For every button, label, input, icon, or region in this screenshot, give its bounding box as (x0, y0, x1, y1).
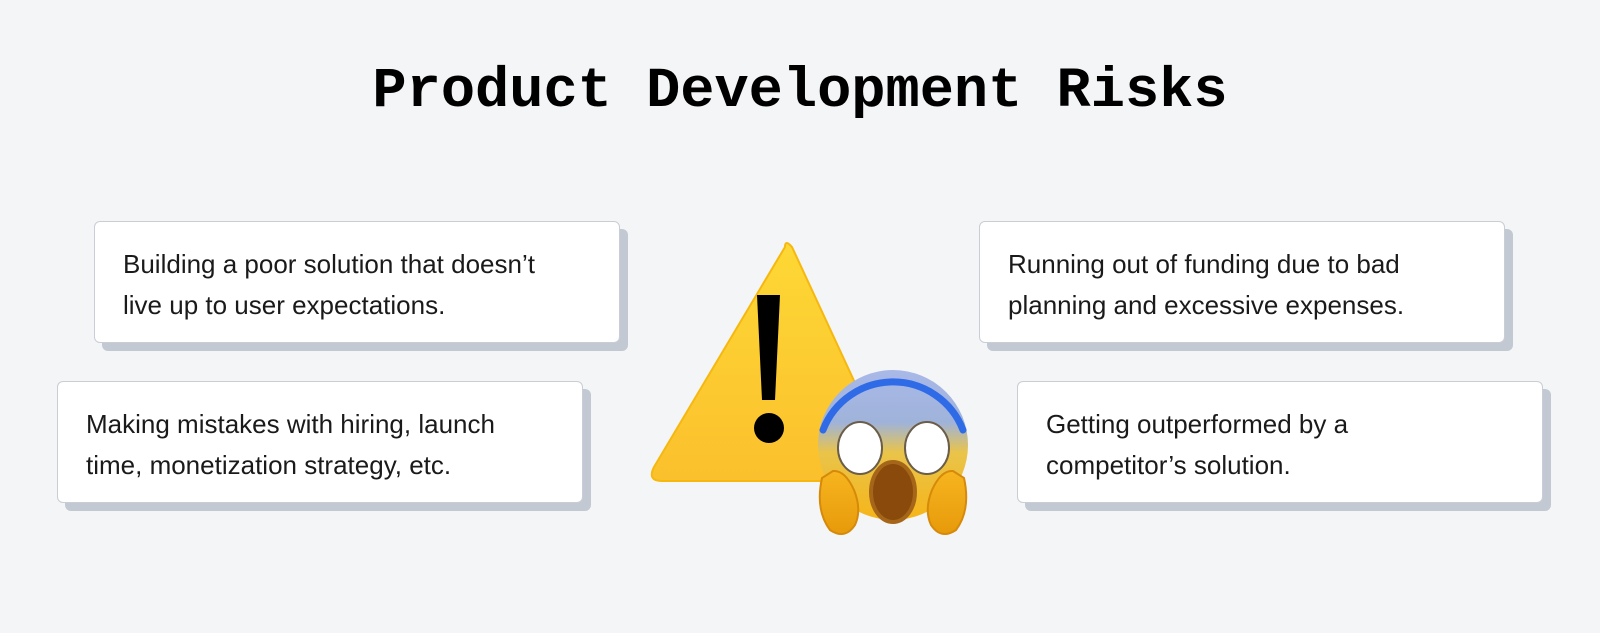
risk-text-line: planning and excessive expenses. (1008, 290, 1405, 320)
risk-card-competitor: Getting outperformed by a competitor’s s… (1017, 381, 1543, 503)
risk-card-mistakes: Making mistakes with hiring, launch time… (57, 381, 583, 503)
risk-text-line: competitor’s solution. (1046, 450, 1291, 480)
risk-text-line: Getting outperformed by a (1046, 409, 1349, 439)
warning-illustration (640, 235, 980, 545)
risk-text-line: live up to user expectations. (123, 290, 446, 320)
screaming-face-emoji-icon (818, 370, 968, 535)
risk-text-line: time, monetization strategy, etc. (86, 450, 452, 480)
risk-card-funding: Running out of funding due to bad planni… (979, 221, 1505, 343)
page-title: Product Development Risks (372, 60, 1228, 124)
risk-text-line: Building a poor solution that doesn’t (123, 249, 535, 279)
risk-card-poor-solution: Building a poor solution that doesn’t li… (94, 221, 620, 343)
risk-text-line: Making mistakes with hiring, launch (86, 409, 495, 439)
risk-text-line: Running out of funding due to bad (1008, 249, 1400, 279)
